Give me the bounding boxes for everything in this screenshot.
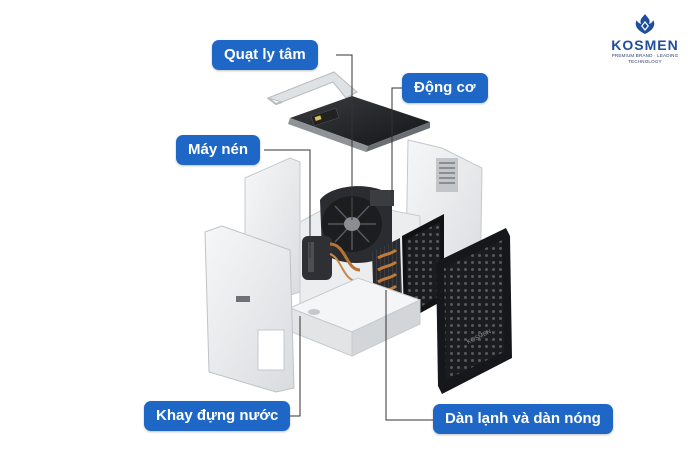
- label-water-tray: Khay đựng nước: [144, 401, 291, 431]
- filter-panel: [402, 214, 444, 322]
- flame-diamond-icon: [635, 14, 655, 34]
- label-coils: Dàn lạnh và dàn nóng: [433, 404, 613, 434]
- front-left-panel: [204, 225, 295, 393]
- front-grille: KOSMEN: [436, 228, 512, 394]
- label-centrifugal-fan: Quạt ly tâm: [212, 40, 318, 70]
- brand-name: KOSMEN: [611, 37, 679, 53]
- centrifugal-fan: [320, 186, 394, 264]
- leader-lines: [264, 54, 433, 421]
- label-compressor: Máy nén: [176, 135, 261, 165]
- top-panel: [288, 96, 430, 152]
- brand-logo: KOSMEN PREMIUM BRAND · LEADING TECHNOLOG…: [600, 12, 690, 65]
- top-handle: [266, 71, 358, 106]
- brand-tagline: PREMIUM BRAND · LEADING TECHNOLOGY: [611, 53, 679, 64]
- label-motor: Động cơ: [402, 73, 488, 103]
